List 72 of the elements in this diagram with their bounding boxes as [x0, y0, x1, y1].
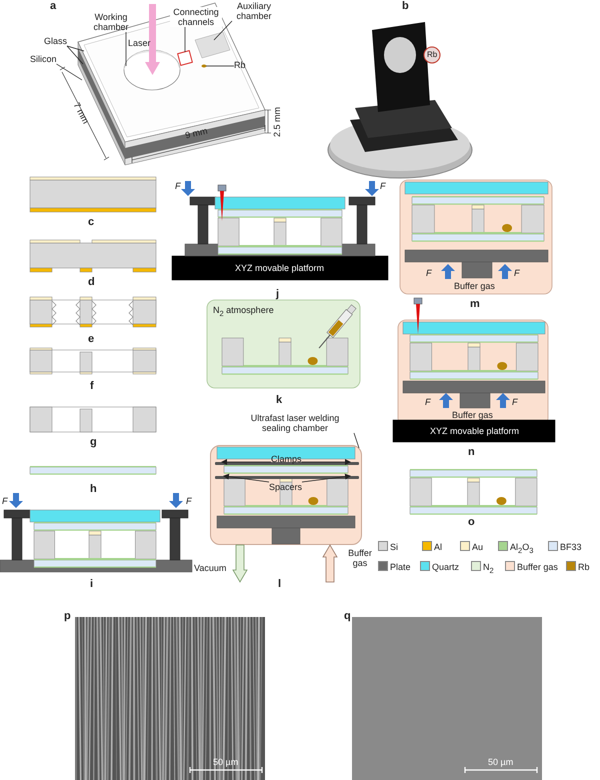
bar	[215, 476, 359, 478]
leader-line	[56, 64, 82, 80]
gas-label: Buffer gas	[454, 281, 495, 291]
panel-letter: f	[90, 380, 94, 392]
legend-label: N$_{2}$	[483, 562, 494, 576]
legend-label: Al	[434, 542, 442, 552]
part-label: Laser	[128, 38, 151, 48]
force-label: F	[514, 268, 520, 278]
force-label: F	[426, 268, 432, 278]
panel-letter: j	[276, 288, 280, 300]
flow-label: Buffer gas	[347, 548, 373, 568]
panel-letter: o	[468, 516, 475, 528]
panel-letter: e	[88, 333, 94, 345]
leader-line	[66, 46, 84, 64]
flow-label: Vacuum	[194, 563, 226, 573]
bar	[215, 462, 359, 464]
panel-letter: a	[50, 0, 56, 12]
panel-letter: l	[278, 578, 282, 590]
panel-letter: b	[402, 0, 409, 12]
legend-label: BF33	[560, 542, 582, 552]
force-label: F	[2, 496, 8, 506]
panel-letter: p	[64, 610, 71, 622]
gas-label: Buffer gas	[452, 410, 493, 420]
force-label: F	[186, 496, 192, 506]
leader-line	[66, 46, 84, 52]
force-label: F	[425, 397, 430, 407]
legend-label: Quartz	[432, 562, 460, 572]
legend-label: Rb	[578, 562, 590, 572]
force-label: F	[175, 181, 180, 191]
panel-letter: i	[90, 578, 94, 590]
legend-label: Au	[472, 542, 484, 552]
legend-label: Al$_{2}$O$_{3}$	[510, 542, 534, 556]
panel-letter: c	[88, 216, 94, 228]
platform-label: XYZ movable platform	[235, 263, 324, 273]
part-label: Connecting channels	[170, 7, 222, 27]
panel-letter: q	[344, 610, 351, 622]
part-label: Auxiliary chamber	[232, 1, 276, 21]
force-label: F	[512, 397, 518, 407]
legend-label: Buffer gas	[517, 562, 558, 572]
legend-label: Si	[390, 542, 398, 552]
part-label: Spacers	[269, 482, 302, 492]
leader-line	[214, 20, 232, 40]
panel-letter: n	[468, 446, 475, 458]
leader-arrow	[221, 459, 272, 465]
platform-label: XYZ movable platform	[430, 426, 520, 436]
dimension-label: 9 mm	[184, 126, 208, 140]
part-label: Working chamber	[88, 12, 134, 32]
scale-bar-label: 50 µm	[213, 757, 238, 767]
part-label: Rb	[234, 60, 246, 70]
part-label: Clamps	[271, 454, 302, 464]
leader-line	[184, 26, 186, 52]
panel-letter: g	[90, 436, 97, 448]
dimension-label: 2.5 mm	[272, 107, 282, 137]
part-label: Silicon	[30, 54, 57, 64]
atmosphere-label: N$_{2}$ atmosphere	[213, 305, 274, 319]
panel-letter: k	[276, 394, 282, 406]
panel-letter: d	[88, 276, 95, 288]
legend-label: Plate	[390, 562, 411, 572]
leader-arrow	[223, 474, 270, 482]
gas-inlet-arrow	[322, 544, 338, 582]
dimension-label: 7 mm	[72, 100, 91, 126]
leader-arrow	[301, 459, 351, 465]
scale-bar-label: 50 µm	[488, 757, 514, 767]
vacuum-arrow	[232, 544, 248, 583]
part-label: Ultrafast laser welding sealing chamber	[236, 413, 354, 433]
panel-letter: h	[90, 483, 97, 495]
leader-arrow	[302, 474, 351, 482]
panel-letter: m	[470, 298, 480, 310]
leader-line	[354, 432, 360, 448]
part-label: Rb	[427, 50, 438, 60]
part-label: Glass	[44, 36, 68, 46]
force-label: F	[380, 181, 386, 191]
